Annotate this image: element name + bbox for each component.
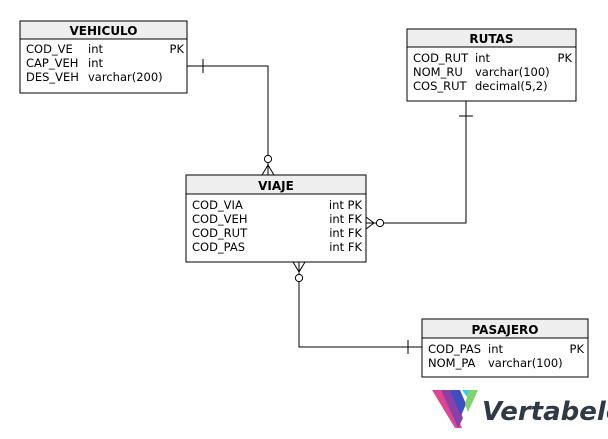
column-key: PK: [558, 51, 573, 65]
column-name: NOM_PA: [428, 356, 476, 370]
column-name: COD_RUT: [413, 51, 469, 65]
relation-rutas-viaje: [365, 101, 473, 230]
column-name: CAP_VEH: [26, 56, 78, 70]
vertabelo-logo-icon: [432, 390, 478, 428]
vertabelo-logo-text: Vertabelo: [482, 397, 608, 427]
column-key: PK: [570, 342, 585, 356]
table-header: [406, 28, 577, 48]
table-pasajero[interactable]: PASAJERO COD_PAS int PK NOM_PA varchar(1…: [421, 318, 589, 378]
table-title: PASAJERO: [471, 323, 538, 337]
table-header: [185, 174, 367, 195]
column-name: COD_VEH: [192, 212, 247, 226]
table-vehiculo[interactable]: VEHICULO COD_VE int PK CAP_VEH int DES_V…: [19, 20, 188, 94]
column-name: COS_RUT: [413, 79, 468, 93]
column-type: varchar(100): [488, 356, 563, 370]
table-header: [19, 20, 188, 40]
column-name: COD_PAS: [428, 342, 481, 356]
table-title: VEHICULO: [70, 24, 138, 38]
column-type: int FK: [329, 212, 362, 226]
column-type: decimal(5,2): [475, 79, 548, 93]
relation-pasajero-viaje: [292, 261, 422, 354]
column-type: int: [475, 51, 490, 65]
column-type: varchar(100): [475, 65, 550, 79]
column-name: COD_VIA: [192, 198, 243, 212]
table-title: VIAJE: [258, 179, 294, 193]
column-name: DES_VEH: [26, 70, 79, 84]
column-type: int FK: [329, 240, 362, 254]
column-name: COD_PAS: [192, 240, 245, 254]
column-type: int FK: [329, 226, 362, 240]
column-type: int: [88, 42, 103, 56]
relation-vehiculo-viaje: [187, 59, 275, 176]
column-type: int: [88, 56, 103, 70]
column-type: varchar(200): [88, 70, 163, 84]
column-name: NOM_RU: [413, 65, 463, 79]
column-type: int: [488, 342, 503, 356]
table-title: RUTAS: [469, 32, 513, 46]
column-type: int PK: [329, 198, 363, 212]
column-name: COD_VE: [26, 42, 73, 56]
table-rutas[interactable]: RUTAS COD_RUT int PK NOM_RU varchar(100)…: [406, 28, 577, 102]
table-header: [421, 318, 589, 339]
vertabelo-logo: Vertabelo: [432, 390, 608, 428]
column-key: PK: [170, 42, 185, 56]
column-name: COD_RUT: [192, 226, 248, 240]
table-viaje[interactable]: VIAJE COD_VIA int PK COD_VEH int FK COD_…: [185, 174, 367, 263]
